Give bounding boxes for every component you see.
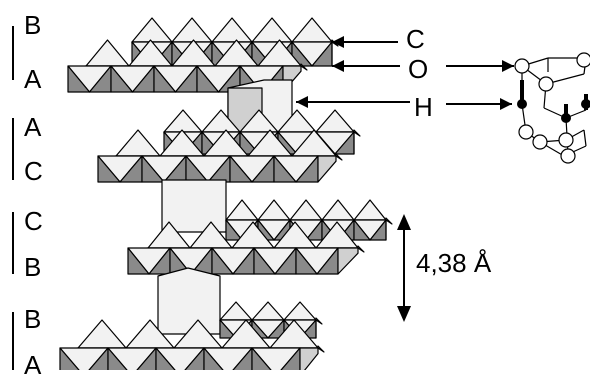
layer-3-upper-sheet-front-dark-face xyxy=(353,219,371,241)
layer-3-lower-sheet-front-dark-face xyxy=(253,247,276,275)
layer-2-lower-label: C xyxy=(24,156,43,186)
layer-2-lower-sheet-front-dark-face xyxy=(141,155,165,183)
layer-2-upper-label: A xyxy=(24,112,42,142)
layer-2-lower-sheet-front-dark-face xyxy=(97,155,121,183)
layer-1-lower-sheet-front-dark-face xyxy=(110,65,134,93)
layer-4-upper-label: B xyxy=(24,304,42,334)
layer-3-upper-sheet-back-face xyxy=(225,199,259,221)
unit-cell-oxygen-atom xyxy=(558,132,574,148)
layer-1-upper-sheet-back-face xyxy=(131,17,173,43)
layer-2-upper-sheet-back-face xyxy=(163,109,203,133)
layer-4-lower-label: A xyxy=(24,350,42,380)
unit-cell-bond xyxy=(583,129,587,147)
layer-1-lower-sheet-front-dark-face xyxy=(67,65,91,93)
layer-3-upper-label: C xyxy=(24,206,43,236)
layer-3-upper-sheet-end-tip xyxy=(385,217,393,225)
unit-cell-oxygen-atom xyxy=(532,134,548,150)
interlayer-prism-3 xyxy=(157,267,221,335)
arrow-o-right-head xyxy=(502,60,514,72)
arrow-h-head xyxy=(296,96,308,108)
layer-3-lower-sheet-end-tip xyxy=(357,245,365,253)
layer-4-bracket xyxy=(12,312,14,370)
layer-1-upper-sheet-back-face xyxy=(211,17,253,43)
layer-4-lower-sheet-front-dark-face xyxy=(107,347,128,370)
layer-4-lower-sheet-back-face xyxy=(77,319,127,349)
layer-1-upper-label: B xyxy=(24,10,42,40)
octahedral-layer-stack xyxy=(59,17,590,370)
unit-cell-hydrogen-atom xyxy=(517,99,527,109)
layer-3-upper-sheet-back-face xyxy=(257,199,291,221)
arrow-o-head xyxy=(332,60,344,72)
interlayer-prism-2 xyxy=(161,179,227,233)
layer-3-lower-sheet-front-dark-face xyxy=(211,247,234,275)
unit-cell-oxygen-atom xyxy=(518,124,534,140)
spacing-arrow-head-top xyxy=(397,214,411,230)
layer-1-upper-sheet-back-face xyxy=(171,17,213,43)
layer-2-lower-sheet-front-dark-face xyxy=(229,155,253,183)
layer-3-upper-sheet-back-face xyxy=(353,199,387,221)
unit-cell-oxygen-atom xyxy=(514,58,530,74)
layer-2-lower-sheet-end-cap xyxy=(317,155,337,183)
layer-4-upper-sheet-front-dark-face xyxy=(219,319,237,339)
layer-3-upper-sheet-front-dark-face xyxy=(225,219,243,241)
spacing-arrow-head-bottom xyxy=(397,306,411,322)
layer-4-upper-sheet-back-face xyxy=(251,301,285,321)
layer-1-lower-sheet-end-tip xyxy=(300,63,308,71)
layer-4-lower-sheet-front-dark-face xyxy=(251,347,272,370)
layer-2-upper-sheet-end-tip xyxy=(353,129,361,137)
layer-3-lower-sheet-front-dark-face xyxy=(295,247,318,275)
layer-2-lower-sheet-front-dark-face xyxy=(273,155,297,183)
layer-4-lower-sheet-end-cap xyxy=(299,347,319,370)
label-o: O xyxy=(408,54,429,84)
layer-1-lower-label: A xyxy=(24,64,42,94)
layer-3-upper-sheet-back-face xyxy=(321,199,355,221)
layer-4-upper-sheet-end-tip xyxy=(315,317,323,325)
layer-1-lower-sheet-back-face xyxy=(85,39,130,67)
unit-cell-hydrogen-atom xyxy=(581,99,590,109)
layer-1-bracket xyxy=(12,26,14,80)
layer-2-upper-sheet-back-face xyxy=(315,109,355,133)
unit-cell-oxygen-atom xyxy=(560,148,576,164)
layer-4-lower-sheet-end-tip xyxy=(317,345,325,353)
layer-1-upper-sheet-back-face xyxy=(251,17,293,43)
layer-3-lower-label: B xyxy=(24,252,42,282)
unit-cell-oxygen-atom xyxy=(538,76,554,92)
layer-4-upper-sheet-back-face xyxy=(219,301,253,321)
layer-4-upper-sheet-back-face xyxy=(283,301,317,321)
label-c: C xyxy=(406,24,425,54)
arrow-c-head xyxy=(332,36,344,48)
layer-3-bracket xyxy=(12,212,14,274)
unit-cell-hydrogen-atom xyxy=(561,113,571,123)
layer-3-lower-sheet-front-dark-face xyxy=(127,247,150,275)
layer-4-lower-sheet-front-dark-face xyxy=(203,347,224,370)
layer-3-upper-sheet-back-face xyxy=(289,199,323,221)
layer-4-lower-sheet-front-dark-face xyxy=(155,347,176,370)
layer-1-lower-sheet-front-dark-face xyxy=(153,65,177,93)
layer-4-lower-sheet-front-dark-face xyxy=(59,347,80,370)
label-h: H xyxy=(414,92,433,122)
unit-cell-oxygen-atom xyxy=(576,52,590,68)
layer-1-lower-sheet-front-dark-face xyxy=(196,65,220,93)
interlayer-spacing-label: 4,38 Å xyxy=(416,248,492,278)
layer-2-lower-sheet-end-tip xyxy=(335,153,343,161)
layer-1-upper-sheet-back-face xyxy=(291,17,333,43)
layer-2-lower-sheet-back-face xyxy=(115,129,161,157)
crystal-structure-diagram: B A A C C B B A C O H 4,38 Å xyxy=(12,10,590,378)
layer-3-lower-sheet-end-cap xyxy=(337,247,359,275)
layer-2-bracket xyxy=(12,118,14,180)
arrow-h-right-head xyxy=(500,98,512,110)
